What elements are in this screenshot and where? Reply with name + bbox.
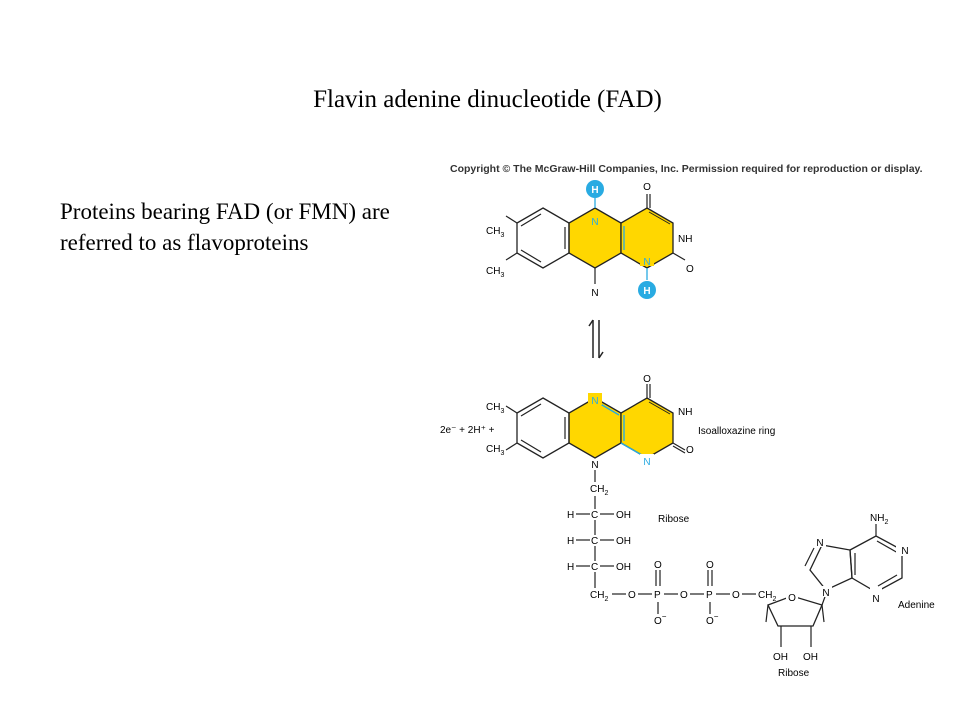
phosphate-ominus-1: O− xyxy=(654,612,667,627)
hydrogen-label-bottom: H xyxy=(643,286,650,297)
reduced-ch3-top: CH3 xyxy=(486,226,504,239)
adenine-n3: N xyxy=(872,594,879,605)
adenine: N N N N NH2 Adenine xyxy=(804,513,935,611)
ribose-chain-label: Ribose xyxy=(658,514,690,525)
oxidized-ring-middle-fill xyxy=(568,397,622,459)
phosphorus-1: P xyxy=(654,590,661,601)
phosphate-o-1: O xyxy=(628,590,636,601)
chain-c-2: C xyxy=(591,536,598,547)
chain-oh-3: OH xyxy=(616,562,631,573)
chain-oh-1: OH xyxy=(616,510,631,521)
electron-hydrogen-label: 2e⁻ + 2H⁺ + xyxy=(440,425,495,436)
ribose-oh-right: OH xyxy=(803,652,818,663)
oxidized-o2: O xyxy=(686,445,694,456)
chain-c-3: C xyxy=(591,562,598,573)
hydrogen-marker-bottom xyxy=(638,281,656,299)
slide-title: Flavin adenine dinucleotide (FAD) xyxy=(313,86,662,113)
adenine-n9: N xyxy=(822,588,829,599)
phosphate-ominus-2: O− xyxy=(706,612,719,627)
adenine-n1: N xyxy=(901,546,908,557)
reduced-flavin: H H N N N O NH O CH3 CH3 xyxy=(486,180,694,299)
reduced-n5: N xyxy=(591,217,598,228)
adenine-n7: N xyxy=(816,538,823,549)
reduced-nh: NH xyxy=(678,234,692,245)
reduced-o2: O xyxy=(686,264,694,275)
chain-oh-2: OH xyxy=(616,536,631,547)
oxidized-ch3-top: CH3 xyxy=(486,402,504,415)
reduced-o4: O xyxy=(643,182,651,193)
ribose-ring-label: Ribose xyxy=(778,668,810,679)
oxidized-o4: O xyxy=(643,374,651,385)
reduced-benzene-ring xyxy=(516,207,570,269)
reduced-n1: N xyxy=(643,257,650,268)
hydrogen-marker-top xyxy=(586,180,604,198)
adenine-nh2: NH2 xyxy=(870,513,888,526)
oxidized-ch3-bottom: CH3 xyxy=(486,444,504,457)
oxidized-n10: N xyxy=(591,460,598,471)
oxidized-benzene-ring xyxy=(516,397,570,459)
phosphorus-2: P xyxy=(706,590,713,601)
oxidized-flavin: N N N O NH O CH3 CH3 2e⁻ + 2H⁺ + Isoallo… xyxy=(440,374,775,471)
chain-h-1: H xyxy=(567,510,574,521)
ribose-oh-left: OH xyxy=(773,652,788,663)
phosphate-o-top-2: O xyxy=(706,560,714,571)
adenine-label: Adenine xyxy=(898,600,935,611)
oxidized-n5: N xyxy=(591,396,598,407)
ribose-ch2: CH2 xyxy=(758,590,776,603)
fad-structure-figure: Copyright © The McGraw-Hill Companies, I… xyxy=(430,150,960,690)
isoalloxazine-label: Isoalloxazine ring xyxy=(698,426,775,437)
fad-structure-svg: Copyright © The McGraw-Hill Companies, I… xyxy=(440,163,935,679)
chain-ch2-bottom: CH2 xyxy=(590,590,608,603)
ribose-ring-o: O xyxy=(788,593,796,604)
ribose-ring: O OH OH Ribose xyxy=(765,591,827,679)
equilibrium-arrows xyxy=(588,319,604,359)
chain-c-1: C xyxy=(591,510,598,521)
phosphate-o-bridge: O xyxy=(680,590,688,601)
phosphate-o-ester: O xyxy=(732,590,740,601)
reduced-n10: N xyxy=(591,288,598,299)
hydrogen-label-top: H xyxy=(591,185,598,196)
oxidized-ring-right-fill xyxy=(620,397,674,459)
body-text: Proteins bearing FAD (or FMN) are referr… xyxy=(60,199,390,255)
chain-ch2-top: CH2 xyxy=(590,484,608,497)
chain-h-3: H xyxy=(567,562,574,573)
phosphate-o-top-1: O xyxy=(654,560,662,571)
copyright-notice: Copyright © The McGraw-Hill Companies, I… xyxy=(450,163,923,175)
ribitol-chain: CH2 H C OH H C OH H C OH Ribose xyxy=(567,470,690,588)
oxidized-n1: N xyxy=(643,457,650,468)
reduced-ch3-bottom: CH3 xyxy=(486,266,504,279)
chain-h-2: H xyxy=(567,536,574,547)
oxidized-nh: NH xyxy=(678,407,692,418)
pyrophosphate: CH2 O P O O− O P O O− O CH2 xyxy=(590,560,776,627)
